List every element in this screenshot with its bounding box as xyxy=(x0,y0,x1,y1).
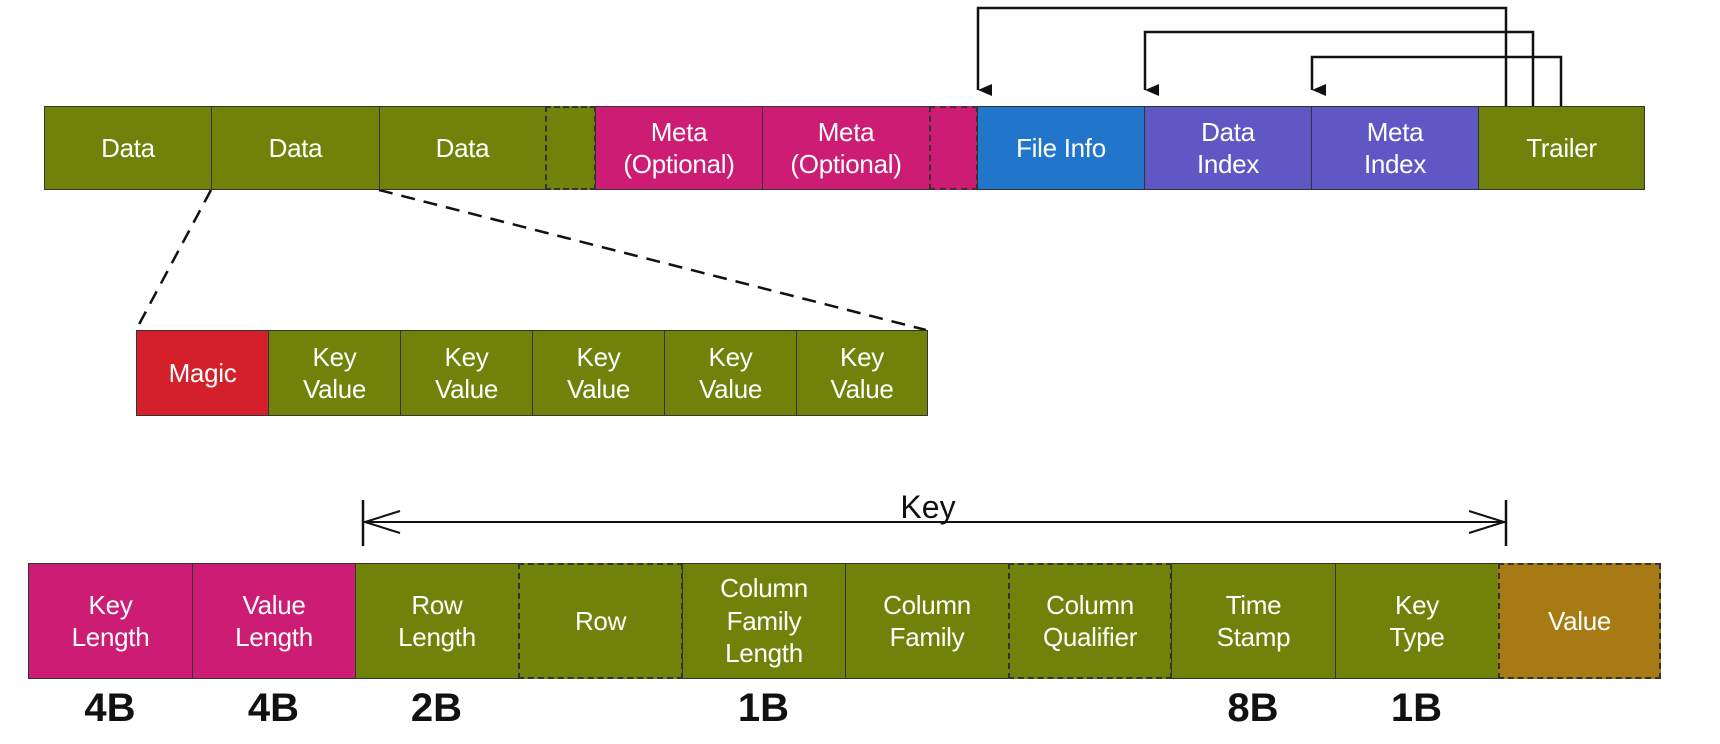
key-type-field: Key Type xyxy=(1335,563,1499,679)
trailer-block-label: Trailer xyxy=(1526,132,1597,163)
value-field: Value xyxy=(1498,563,1661,679)
value-length-field: Value Length xyxy=(192,563,356,679)
row-field: Row xyxy=(518,563,683,679)
data-block-label: Data xyxy=(435,132,490,163)
key-type-field-size: 1B xyxy=(1390,686,1443,730)
key-value-cell-label: Key Value xyxy=(302,341,367,405)
column-family-field: Column Family xyxy=(845,563,1009,679)
data-block-label: Data xyxy=(101,132,155,163)
key-value-cell: Key Value xyxy=(400,330,533,416)
row-field-label: Row xyxy=(574,605,627,636)
value-length-field-size: 4B xyxy=(247,686,300,730)
file-info-block-label: File Info xyxy=(1016,132,1106,163)
meta-block: Meta (Optional) xyxy=(762,106,930,190)
key-type-field-label: Key Type xyxy=(1389,589,1445,653)
trailer-to-meta-index-arrow xyxy=(1310,55,1563,106)
data-block-label: Data xyxy=(268,132,323,163)
magic-cell-label: Magic xyxy=(168,357,237,388)
column-qualifier-field: Column Qualifier xyxy=(1008,563,1172,679)
column-family-length-field-size: 1B xyxy=(737,686,790,730)
key-length-field-size: 4B xyxy=(84,686,136,730)
key-value-cell-label: Key Value xyxy=(830,341,894,405)
row-length-field: Row Length xyxy=(355,563,519,679)
value-length-field-label: Value Length xyxy=(235,589,313,653)
trailer-to-data-index-arrow xyxy=(1143,30,1535,106)
meta-block: Meta (Optional) xyxy=(595,106,763,190)
column-family-field-label: Column Family xyxy=(883,589,971,653)
key-value-cell: Key Value xyxy=(532,330,665,416)
row-length-field-size: 2B xyxy=(410,686,463,730)
key-length-field-label: Key Length xyxy=(71,589,150,653)
data-block-more xyxy=(545,106,596,190)
value-field-label: Value xyxy=(1547,605,1612,636)
data-index-block: Data Index xyxy=(1144,106,1312,190)
meta-block-label: Meta (Optional) xyxy=(623,116,735,180)
timestamp-field-label: Time Stamp xyxy=(1216,589,1291,653)
column-family-length-field: Column Family Length xyxy=(682,563,846,679)
zoom-line-left xyxy=(134,189,213,331)
data-block: Data xyxy=(44,106,212,190)
zoom-line-right xyxy=(378,188,927,332)
meta-index-block: Meta Index xyxy=(1311,106,1479,190)
key-value-cell-label: Key Value xyxy=(566,341,631,405)
key-span-right-arrowhead xyxy=(1468,510,1508,534)
row-length-field-label: Row Length xyxy=(398,589,476,653)
data-block: Data xyxy=(211,106,380,190)
key-length-field: Key Length xyxy=(28,563,193,679)
data-block: Data xyxy=(379,106,546,190)
key-value-cell: Key Value xyxy=(268,330,401,416)
meta-block-more xyxy=(929,106,978,190)
meta-block-label: Meta (Optional) xyxy=(790,116,902,180)
file-info-block: File Info xyxy=(977,106,1145,190)
timestamp-field: Time Stamp xyxy=(1171,563,1336,679)
key-value-cell-label: Key Value xyxy=(434,341,499,405)
data-index-block-label: Data Index xyxy=(1196,116,1260,180)
column-family-length-field-label: Column Family Length xyxy=(720,573,808,669)
key-span-left-arrowhead xyxy=(361,510,401,534)
magic-cell: Magic xyxy=(136,330,269,416)
key-value-cell-label: Key Value xyxy=(698,341,763,405)
column-qualifier-field-label: Column Qualifier xyxy=(1042,589,1138,653)
meta-index-block-label: Meta Index xyxy=(1363,116,1427,180)
timestamp-field-size: 8B xyxy=(1227,686,1279,730)
key-value-cell: Key Value xyxy=(664,330,797,416)
key-value-cell: Key Value xyxy=(796,330,928,416)
trailer-block: Trailer xyxy=(1478,106,1645,190)
key-span-label: Key xyxy=(900,489,956,525)
